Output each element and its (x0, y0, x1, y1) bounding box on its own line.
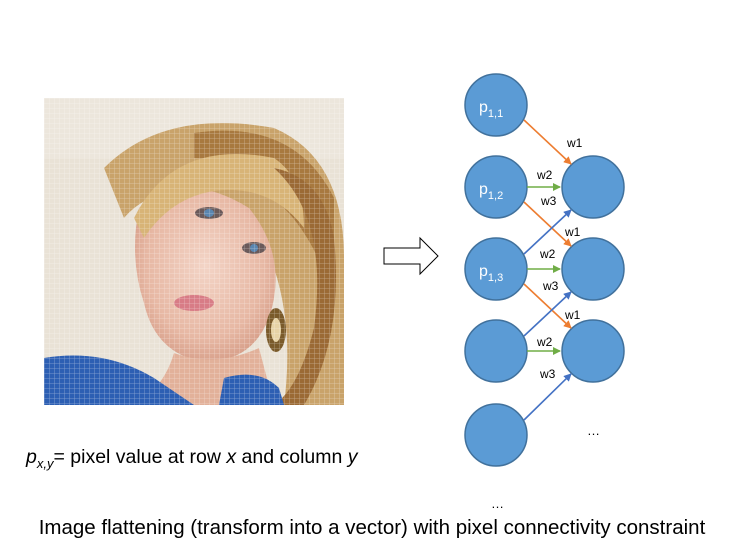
input-label-p12: p1,2 (479, 181, 503, 202)
weight-label-w2-a: w2 (536, 168, 553, 182)
pixel-value-legend: px,y= pixel value at row x and column y (26, 446, 358, 471)
weight-label-w2-c: w2 (536, 335, 553, 349)
edge-w3-a (523, 209, 572, 255)
edge-w3-b (523, 291, 572, 337)
ellipsis-outputs: … (587, 423, 600, 438)
input-node-p13 (464, 237, 528, 301)
output-node-3 (561, 319, 625, 383)
input-node-4 (464, 319, 528, 383)
input-node-5 (464, 403, 528, 467)
weight-label-w1-c: w1 (564, 308, 581, 322)
edge-w3-c (523, 373, 572, 421)
weight-label-w1-a: w1 (566, 136, 583, 150)
input-node-p11 (464, 73, 528, 137)
right-block-arrow (383, 236, 439, 276)
figure-caption: Image flattening (transform into a vecto… (38, 516, 706, 539)
output-node-2 (561, 237, 625, 301)
weight-label-w3-c: w3 (539, 367, 556, 381)
pixelated-portrait-image (44, 98, 344, 405)
input-label-p11: p1,1 (479, 99, 503, 120)
edge-w1-a (523, 119, 572, 165)
weight-label-w3-a: w3 (540, 194, 557, 208)
edge-w1-c (523, 283, 572, 329)
ellipsis-inputs: … (491, 496, 504, 511)
edge-w1-b (523, 201, 572, 247)
weight-label-w1-b: w1 (564, 225, 581, 239)
output-node-1 (561, 155, 625, 219)
input-node-p12 (464, 155, 528, 219)
input-label-p13: p1,3 (479, 263, 503, 284)
weight-label-w3-b: w3 (542, 279, 559, 293)
weight-label-w2-b: w2 (539, 247, 556, 261)
